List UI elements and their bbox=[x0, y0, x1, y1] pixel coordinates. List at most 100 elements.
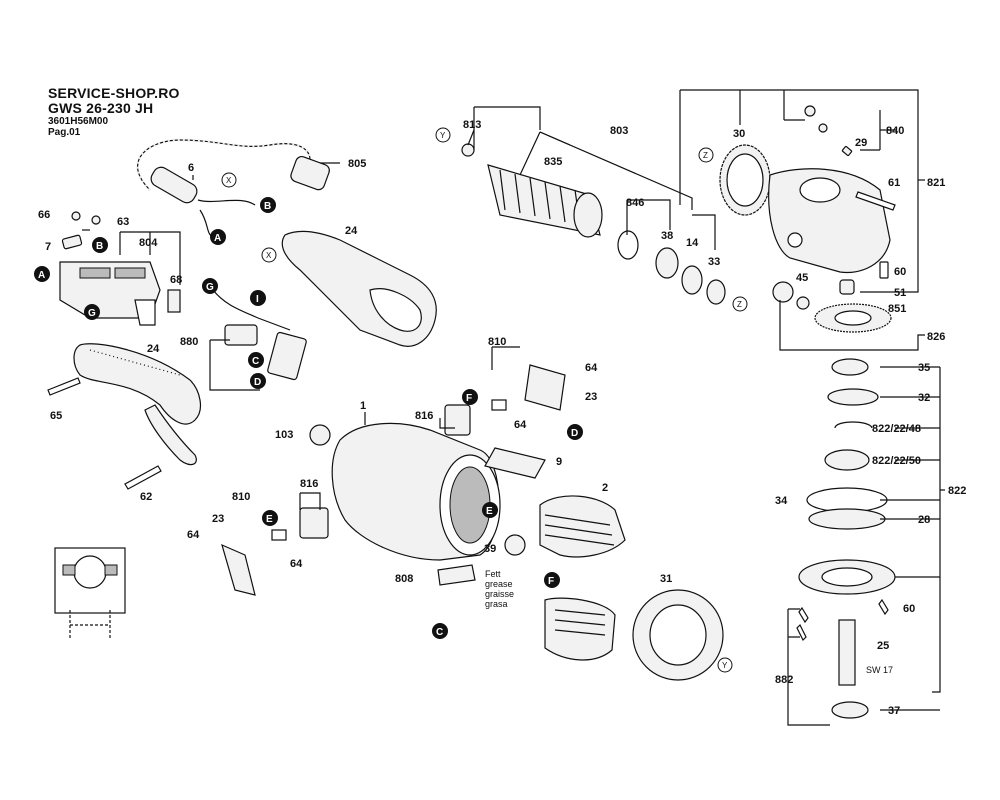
plate-9 bbox=[484, 447, 546, 479]
marker-e-motor: E bbox=[482, 502, 498, 518]
svg-text:G: G bbox=[88, 308, 96, 319]
grease-note-graisse: graisse bbox=[485, 589, 514, 599]
grease-note-grease: grease bbox=[485, 579, 513, 589]
brush-cover-23-top bbox=[524, 364, 566, 411]
housing-cover-24 bbox=[281, 230, 437, 347]
aux-handle-24 bbox=[73, 343, 202, 466]
label-29: 29 bbox=[855, 137, 867, 149]
marker-a-switch: A bbox=[34, 266, 50, 282]
label-64-left: 64 bbox=[187, 529, 200, 541]
label-35: 35 bbox=[918, 362, 930, 374]
brush-holder-816-left bbox=[271, 507, 329, 541]
label-65: 65 bbox=[50, 410, 62, 422]
part-labels: 813 803 835 30 840 29 805 6 66 63 7 804 … bbox=[38, 119, 966, 717]
label-808: 808 bbox=[395, 573, 413, 585]
end-shield-31 bbox=[632, 589, 724, 681]
label-1: 1 bbox=[360, 400, 366, 412]
screw-62 bbox=[124, 465, 162, 490]
svg-text:A: A bbox=[38, 270, 45, 281]
label-103: 103 bbox=[275, 429, 293, 441]
label-822-22-50: 822/22/50 bbox=[872, 455, 921, 467]
label-60-top: 60 bbox=[894, 266, 906, 278]
label-62: 62 bbox=[140, 491, 152, 503]
screw-65 bbox=[47, 377, 81, 396]
label-2: 2 bbox=[602, 482, 608, 494]
electronics-880 bbox=[212, 289, 307, 381]
label-63: 63 bbox=[117, 216, 129, 228]
label-826: 826 bbox=[927, 331, 945, 343]
label-851: 851 bbox=[888, 303, 906, 315]
svg-text:B: B bbox=[264, 201, 271, 212]
svg-text:D: D bbox=[254, 377, 261, 388]
marker-i-electronics: I bbox=[250, 290, 266, 306]
svg-text:E: E bbox=[266, 514, 273, 525]
svg-text:Y: Y bbox=[722, 661, 728, 670]
wiring-schematic bbox=[54, 547, 126, 640]
label-37: 37 bbox=[888, 705, 900, 717]
label-822: 822 bbox=[948, 485, 966, 497]
ref-x-cover: X bbox=[261, 247, 277, 263]
label-9: 9 bbox=[556, 456, 562, 468]
marker-c-electronics: C bbox=[248, 352, 264, 368]
label-805: 805 bbox=[348, 158, 366, 170]
svg-text:Z: Z bbox=[737, 300, 742, 309]
label-813: 813 bbox=[463, 119, 481, 131]
marker-c-bottom: C bbox=[432, 623, 448, 639]
label-30: 30 bbox=[733, 128, 745, 140]
brush-cover-23-left bbox=[221, 543, 256, 596]
svg-text:X: X bbox=[266, 251, 272, 260]
label-64-top: 64 bbox=[585, 362, 598, 374]
label-882: 882 bbox=[775, 674, 793, 686]
label-60-bottom: 60 bbox=[903, 603, 915, 615]
page-number: Pag.01 bbox=[48, 127, 81, 138]
label-64-bottom: 64 bbox=[290, 558, 303, 570]
grease-note-fett: Fett bbox=[485, 569, 501, 579]
reference-circles: X X Y Z Z Y bbox=[221, 127, 748, 673]
label-61: 61 bbox=[888, 177, 900, 189]
spindle-stack-822 bbox=[796, 358, 896, 719]
bevel-gear-30 bbox=[719, 144, 771, 216]
gear-39 bbox=[504, 534, 526, 556]
label-34: 34 bbox=[775, 495, 788, 507]
svg-text:C: C bbox=[436, 627, 443, 638]
pinion-45 bbox=[772, 281, 810, 310]
part-code: 3601H56M00 bbox=[48, 116, 109, 127]
ref-y-armature: Y bbox=[435, 127, 451, 143]
ref-z-bearing: Z bbox=[732, 296, 748, 312]
motor-housing-1 bbox=[331, 422, 501, 561]
label-23-left: 23 bbox=[212, 513, 224, 525]
label-32: 32 bbox=[918, 392, 930, 404]
svg-text:I: I bbox=[256, 294, 259, 305]
label-835: 835 bbox=[544, 156, 562, 168]
svg-text:Y: Y bbox=[440, 131, 446, 140]
small-parts-840 bbox=[804, 105, 853, 157]
label-846: 846 bbox=[626, 197, 644, 209]
label-816-left: 816 bbox=[300, 478, 318, 490]
svg-text:B: B bbox=[96, 241, 103, 252]
label-840: 840 bbox=[886, 125, 904, 137]
ref-x-cable: X bbox=[221, 172, 237, 188]
svg-text:E: E bbox=[486, 506, 493, 517]
label-24-cover: 24 bbox=[345, 225, 358, 237]
sleeve-51 bbox=[839, 279, 855, 295]
power-cable-805 bbox=[136, 138, 330, 239]
strip-808 bbox=[437, 564, 476, 586]
screw-60-top bbox=[879, 261, 889, 279]
label-821: 821 bbox=[927, 177, 945, 189]
marker-e-left: E bbox=[262, 510, 278, 526]
shop-name: SERVICE-SHOP.RO bbox=[48, 85, 180, 101]
model-name: GWS 26-230 JH bbox=[48, 100, 154, 116]
label-64-mid: 64 bbox=[514, 419, 527, 431]
label-33: 33 bbox=[708, 256, 720, 268]
screw-61 bbox=[855, 191, 896, 211]
svg-text:F: F bbox=[548, 576, 554, 587]
label-822-22-48: 822/22/48 bbox=[872, 423, 921, 435]
label-45: 45 bbox=[796, 272, 808, 284]
label-7: 7 bbox=[45, 241, 51, 253]
bearings-846 bbox=[617, 230, 726, 305]
label-804: 804 bbox=[139, 237, 158, 249]
svg-text:G: G bbox=[206, 282, 214, 293]
connection-markers: B A B A G G I C D F D E E F C bbox=[34, 197, 583, 639]
cap-103 bbox=[309, 424, 331, 446]
